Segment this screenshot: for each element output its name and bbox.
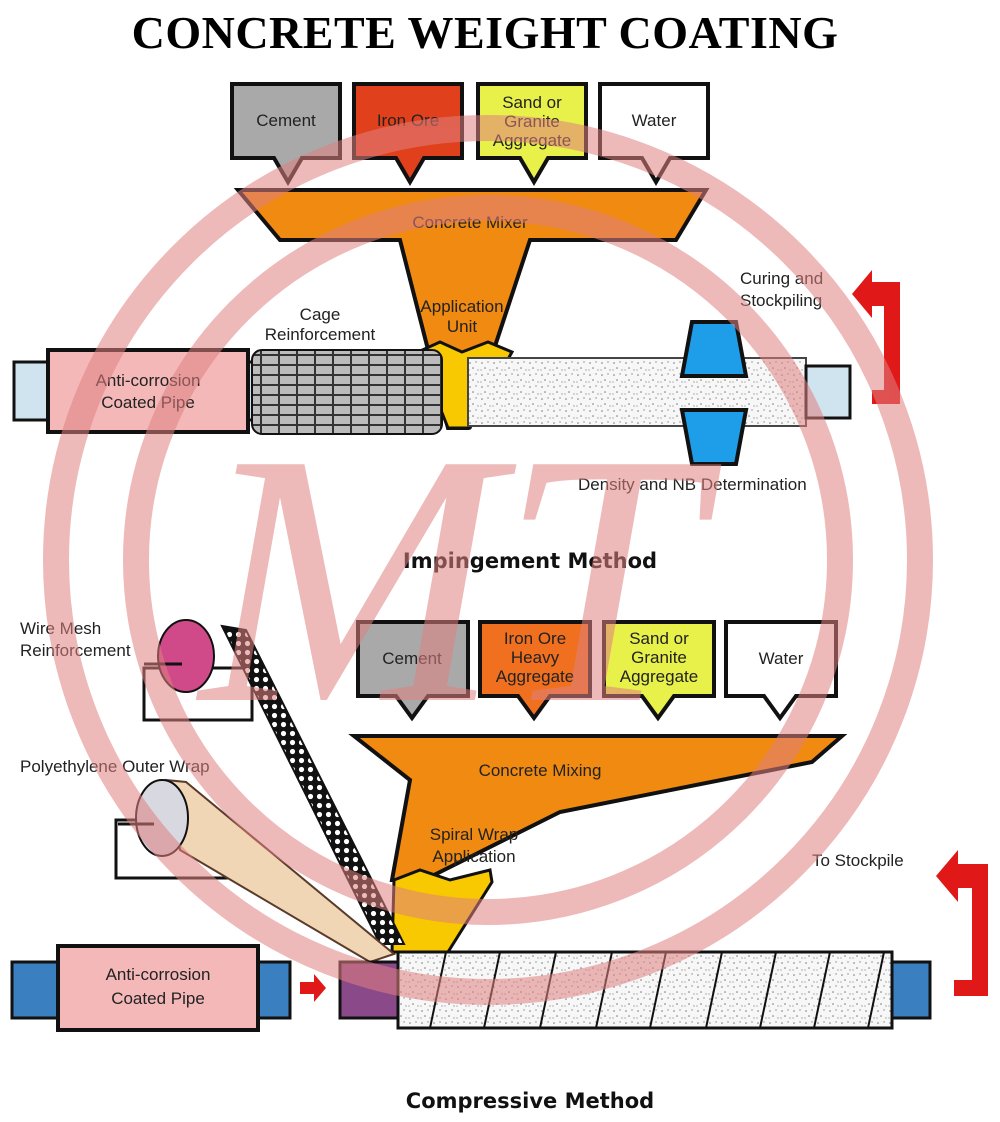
hopper-label: Iron Ore: [504, 629, 566, 648]
page-title: CONCRETE WEIGHT COATING: [131, 7, 839, 58]
cage-reinforcement: [251, 349, 443, 435]
hopper-iron-ore-heavy: Iron Ore Heavy Aggregate: [478, 620, 592, 722]
wire-mesh-strip: [220, 624, 406, 945]
pipe-label: Anti-corrosion: [106, 965, 211, 984]
hopper-label: Cement: [382, 649, 442, 668]
coated-pipe-box: [56, 944, 260, 1032]
density-gauge-top: [679, 320, 749, 378]
concrete-coated-section: [467, 357, 807, 427]
bare-pipe-right: [890, 960, 932, 1020]
curing-label: Stockpiling: [740, 291, 822, 310]
hopper-label: Sand or: [502, 93, 562, 112]
cage-label: Reinforcement: [265, 325, 376, 344]
application-unit-label: Application: [420, 297, 503, 316]
impingement-diagram: Cement Iron Ore Sand or Granite Aggregat…: [12, 82, 900, 573]
feed-arrow-icon: [300, 974, 326, 1002]
density-gauge-bottom: [679, 408, 749, 466]
stockpile-label: To Stockpile: [812, 851, 904, 870]
cage-label: Cage: [300, 305, 341, 324]
hopper-label: Sand or: [629, 629, 689, 648]
spiral-label: Application: [432, 847, 515, 866]
watermark-logo: MT: [43, 115, 933, 1005]
application-unit-label: Unit: [447, 317, 478, 336]
section-label-impingement: Impingement Method: [403, 549, 657, 573]
hopper-label: Water: [759, 649, 804, 668]
hopper-cement: Cement: [356, 620, 470, 722]
watermark-text: MT: [194, 379, 725, 778]
stockpile-arrow-icon: [936, 850, 988, 996]
section-label-compressive: Compressive Method: [406, 1089, 654, 1113]
mixer-label: Concrete Mixing: [479, 761, 602, 780]
hopper-label: Water: [632, 111, 677, 130]
density-label: Density and NB Determination: [578, 475, 807, 494]
hopper-label: Cement: [256, 111, 316, 130]
hopper-label: Granite: [631, 648, 687, 667]
hopper-label: Heavy: [511, 648, 560, 667]
hopper-label: Aggregate: [496, 667, 574, 686]
hopper-sand-granite: Sand or Granite Aggregate: [602, 620, 716, 722]
concrete-mixing: [348, 734, 848, 882]
spiral-label: Spiral Wrap: [430, 825, 519, 844]
hopper-label: Aggregate: [620, 667, 698, 686]
pipe-label: Coated Pipe: [111, 989, 205, 1008]
